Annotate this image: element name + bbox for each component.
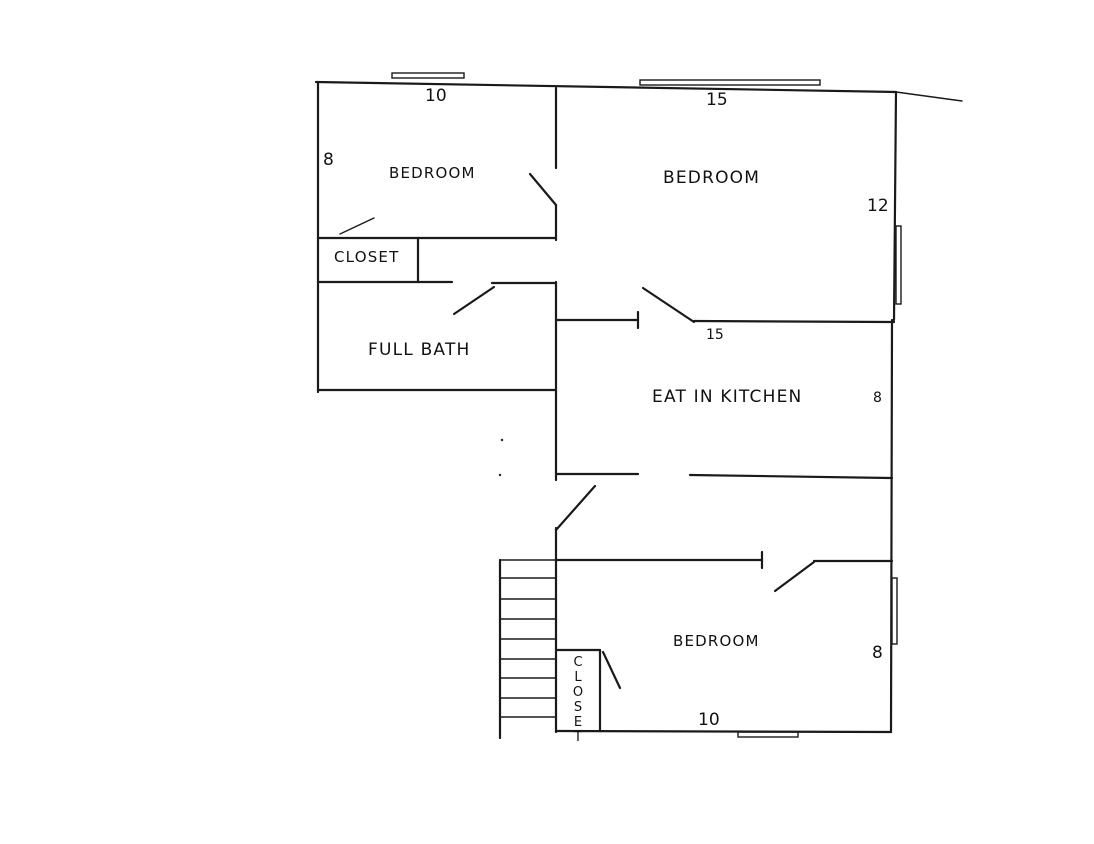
- door-closet-left: [339, 217, 375, 235]
- label-bedroom-bottom: BEDROOM: [673, 632, 760, 650]
- dim-kitchen-width: 15: [706, 327, 724, 343]
- mark-dot: [500, 438, 504, 442]
- wall-top: [314, 80, 898, 94]
- label-closet-bottom: C L O S E T: [572, 655, 584, 745]
- dim-top-left-height: 8: [323, 150, 334, 170]
- window-top-left: [391, 72, 465, 79]
- door-bedroom-top-left: [528, 172, 558, 207]
- label-bedroom-top-left: BEDROOM: [389, 164, 476, 182]
- wall-right-upper: [892, 90, 898, 322]
- window-right-upper: [895, 225, 902, 305]
- window-bottom: [737, 731, 799, 738]
- label-kitchen: EAT IN KITCHEN: [652, 387, 803, 407]
- door-closet-bottom: [601, 650, 622, 690]
- door-entry: [554, 484, 597, 532]
- door-bath: [452, 285, 496, 316]
- window-right-lower: [891, 577, 898, 645]
- wall-right-lower: [889, 318, 894, 734]
- dim-top-left-width: 10: [425, 86, 447, 106]
- label-full-bath: FULL BATH: [368, 340, 471, 360]
- label-closet-left: CLOSET: [334, 248, 400, 266]
- wall-top-overshoot: [895, 91, 963, 102]
- label-bedroom-top-right: BEDROOM: [663, 168, 761, 188]
- dim-top-right-height: 12: [867, 196, 889, 216]
- door-bedroom-bottom: [773, 560, 816, 593]
- wall-bottom: [554, 729, 893, 734]
- dim-bottom-width: 10: [698, 710, 720, 730]
- dim-bottom-height: 8: [872, 643, 883, 663]
- door-bedroom-top-right: [641, 286, 696, 324]
- mark-dot: [498, 473, 502, 477]
- window-top-right: [639, 79, 821, 86]
- dim-top-right-width: 15: [706, 90, 728, 110]
- wall-kitchen-bottom-right: [688, 473, 894, 480]
- stairs: [499, 559, 557, 718]
- dim-kitchen-height: 8: [873, 390, 882, 406]
- wall-kitchen-top-right: [692, 319, 896, 324]
